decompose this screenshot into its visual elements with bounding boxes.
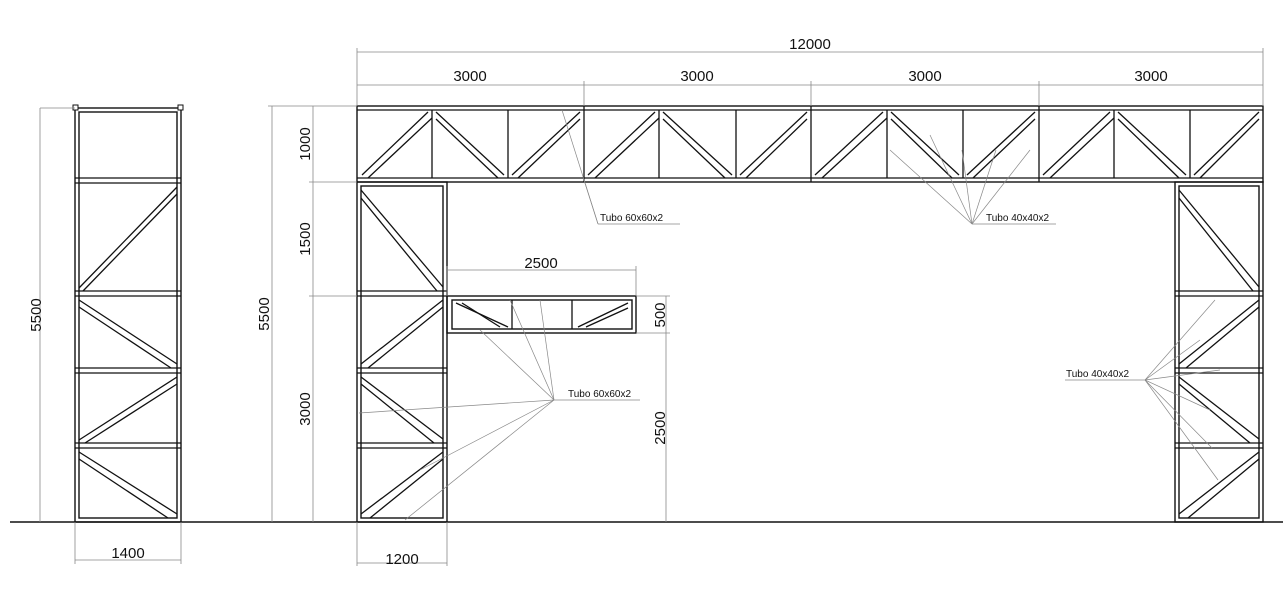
main-height-dimension: 5500: [256, 105, 357, 522]
cantilever-bracket: [446, 295, 637, 334]
module-2-label: 3000: [680, 68, 713, 85]
upper-column-height-label: 1500: [297, 222, 314, 255]
truss-chord-annotation: Tubo 60x60x2: [561, 109, 680, 225]
total-span-label: 12000: [789, 36, 831, 53]
module-3-label: 3000: [908, 68, 941, 85]
right-column: [1174, 181, 1264, 523]
top-truss: [356, 105, 1264, 183]
side-height-label: 5500: [28, 298, 45, 331]
top-truss-height-label: 1000: [297, 127, 314, 160]
lower-column-height-label: 3000: [297, 392, 314, 425]
truss-web-annotation: Tubo 40x40x2: [889, 134, 1056, 225]
column-annotation: Tubo 60x60x2: [358, 299, 640, 521]
module-4-label: 3000: [1134, 68, 1167, 85]
side-view-tower: [72, 104, 184, 523]
bracket-length-dimension: 2500: [446, 255, 637, 296]
truss-web-note: Tubo 40x40x2: [986, 213, 1049, 224]
column-width-label: 1200: [385, 551, 418, 568]
bracket-height-label: 500: [652, 302, 669, 327]
bracket-elevation-label: 2500: [652, 411, 669, 444]
column-width-dimension: 1200: [356, 522, 448, 568]
segment-height-dimensions: 1000 1500 3000: [297, 106, 357, 522]
main-height-label: 5500: [256, 297, 273, 330]
right-column-note: Tubo 40x40x2: [1066, 369, 1129, 380]
module-dimensions: 3000 3000 3000 3000: [357, 68, 1263, 106]
right-column-annotation: Tubo 40x40x2: [1065, 299, 1221, 481]
module-1-label: 3000: [453, 68, 486, 85]
side-width-label: 1400: [111, 545, 144, 562]
column-note: Tubo 60x60x2: [568, 389, 631, 400]
truss-chord-note: Tubo 60x60x2: [600, 213, 663, 224]
side-height-dimension: 5500: [28, 107, 75, 522]
bracket-height-dimension: 500 2500: [636, 295, 670, 522]
total-span-dimension: 12000: [356, 36, 1264, 106]
bracket-length-label: 2500: [524, 255, 557, 272]
side-width-dimension: 1400: [74, 522, 182, 564]
left-column: [356, 181, 448, 523]
